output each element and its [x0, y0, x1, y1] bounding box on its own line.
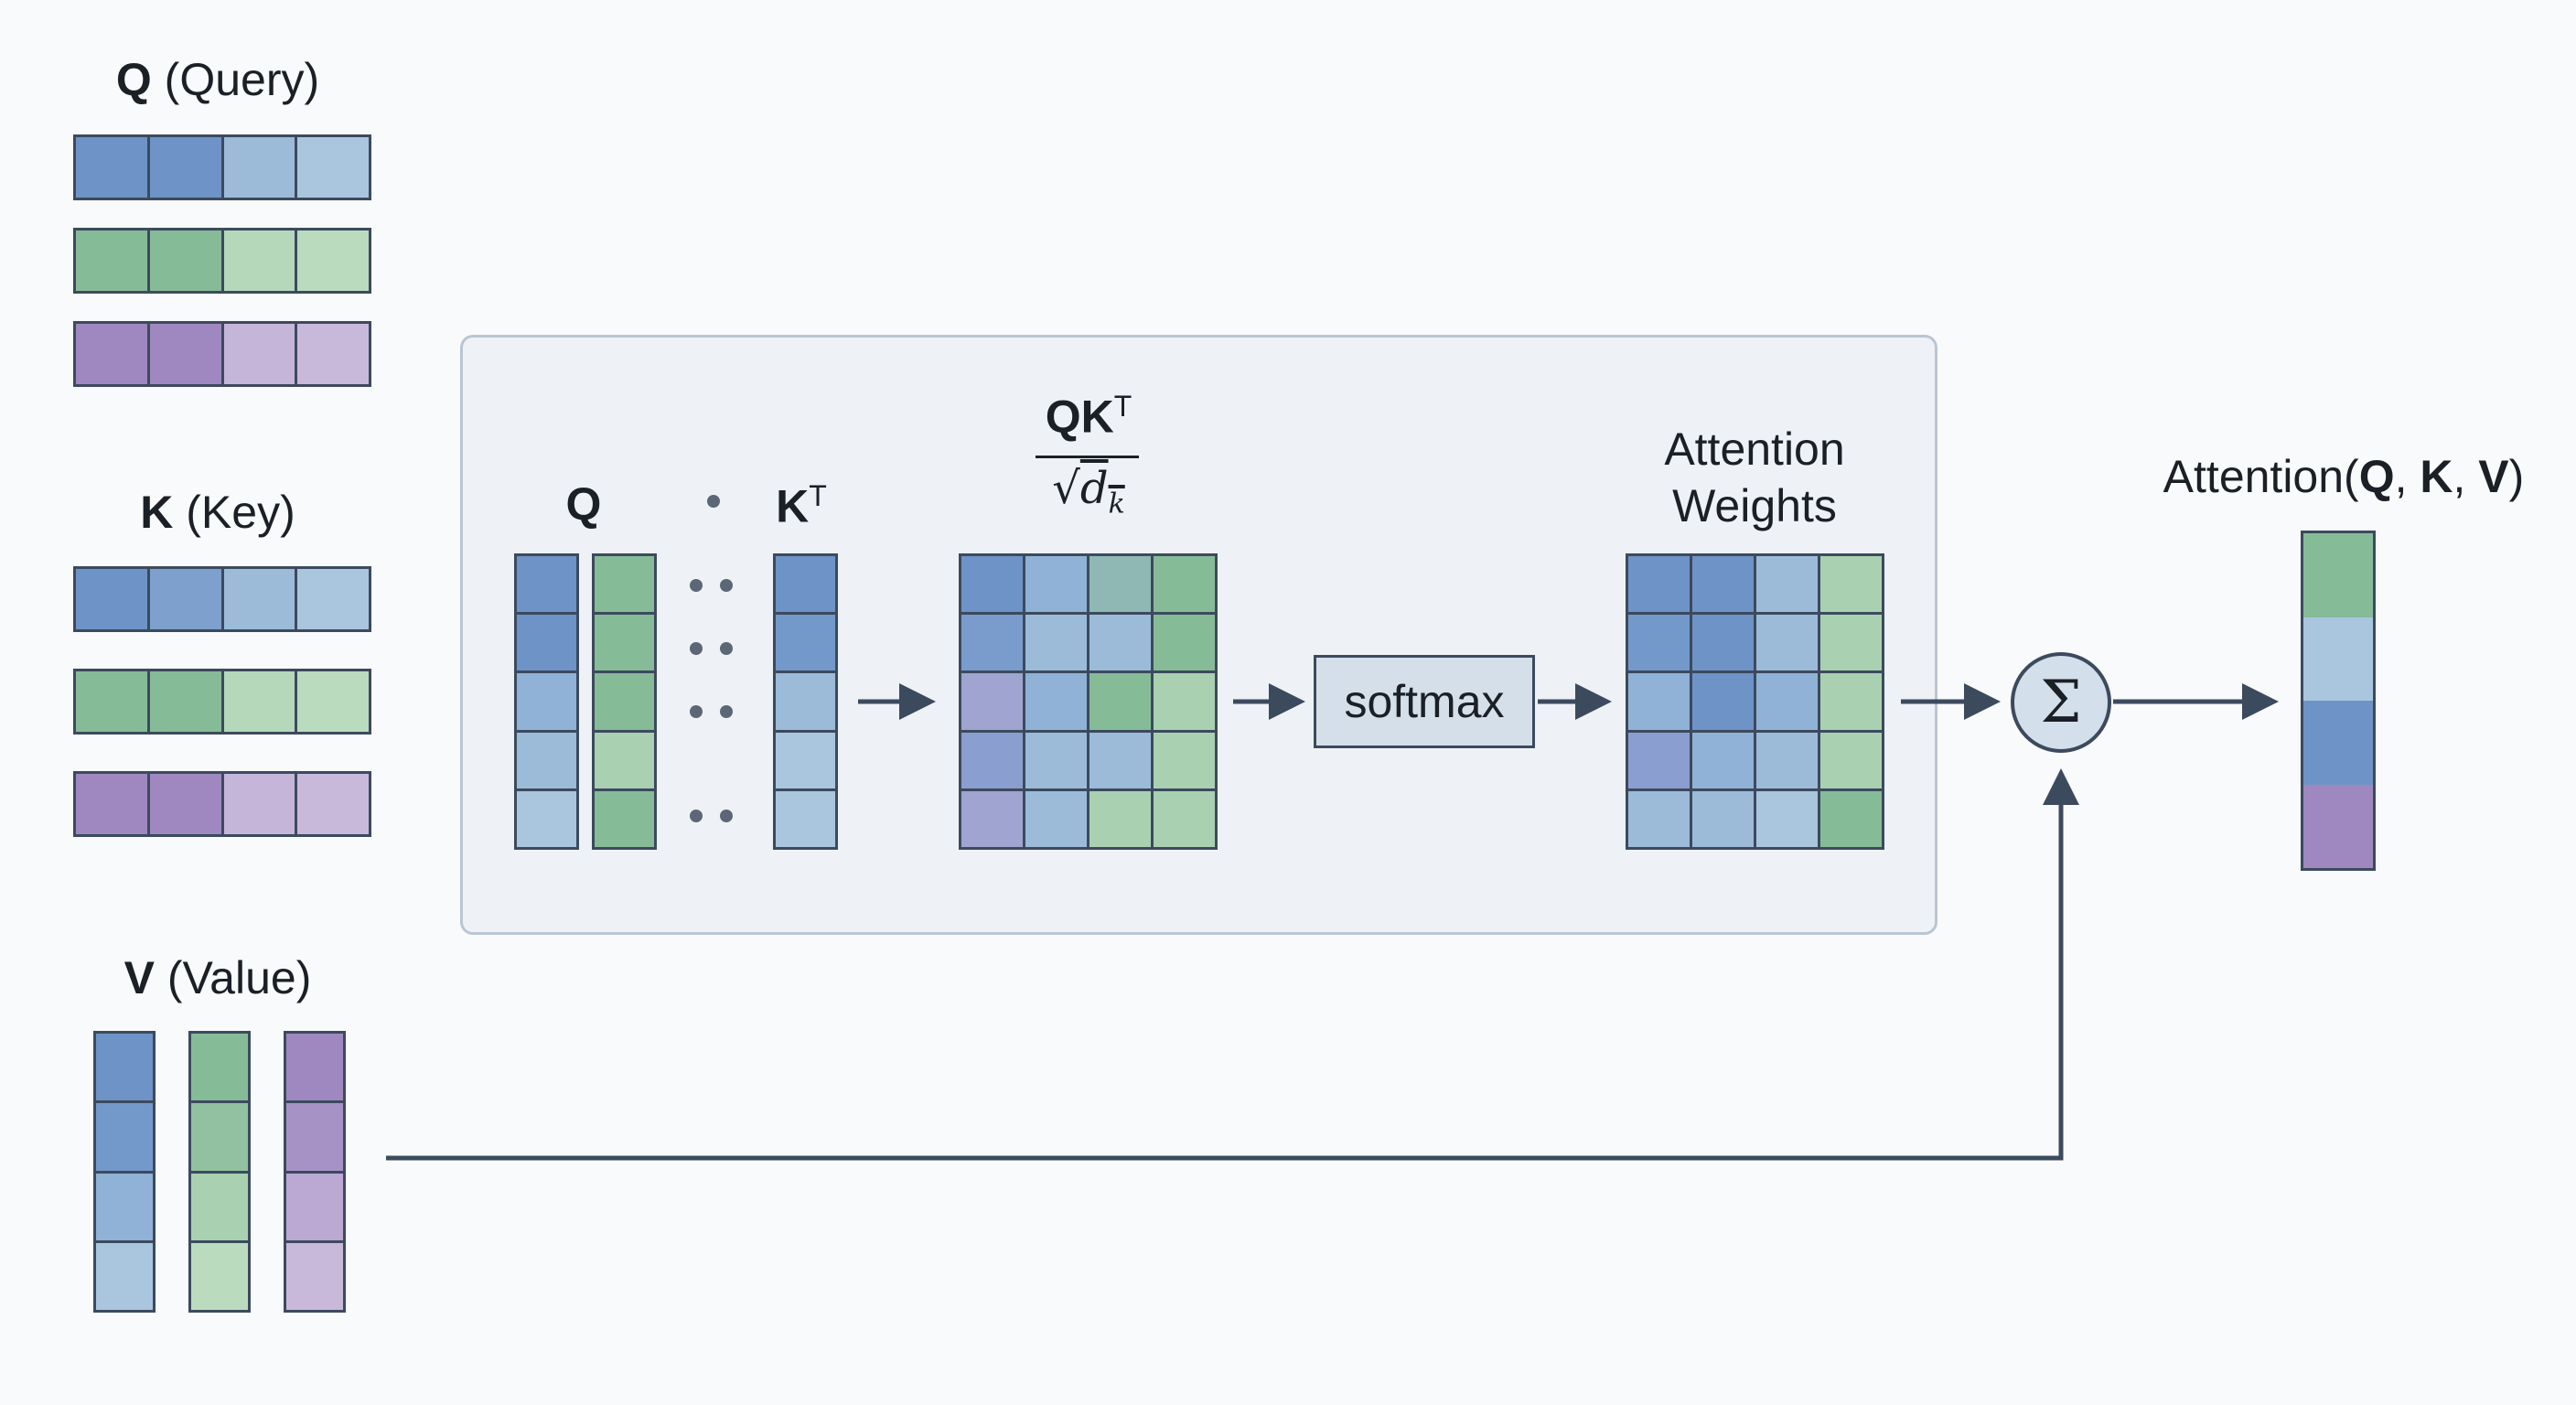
value-label: V (Value): [123, 952, 312, 1003]
panel-q-col-green: [592, 553, 657, 850]
panel-kt-col: [773, 553, 838, 850]
ellipsis-dot: [720, 810, 733, 822]
key-row-green: [73, 669, 371, 735]
softmax-box: softmax: [1314, 655, 1535, 748]
ellipsis-dot: [690, 705, 703, 718]
query-row-blue: [73, 134, 371, 200]
scaled-scores-denominator: √dk: [1052, 463, 1125, 520]
panel-kt-label: KT: [776, 479, 827, 532]
value-col-purple: [284, 1031, 346, 1313]
attention-weights-label: Attention Weights: [1664, 424, 1845, 531]
key-row-purple: [73, 771, 371, 837]
ellipsis-dot: [690, 810, 703, 822]
key-row-blue: [73, 566, 371, 632]
value-col-blue: [93, 1031, 156, 1313]
ellipsis-dot: [720, 705, 733, 718]
ellipsis-dot: [720, 579, 733, 592]
ellipsis-dot: [690, 642, 703, 655]
fraction-bar: [1036, 456, 1139, 458]
ellipsis-dot: [720, 642, 733, 655]
attention-weights-matrix: [1626, 553, 1884, 850]
value-col-green: [188, 1031, 251, 1313]
sum-symbol: Σ: [2011, 652, 2111, 753]
dot-product-symbol: [707, 495, 720, 508]
panel-q-col-blue: [514, 553, 579, 850]
scores-matrix: [959, 553, 1218, 850]
key-label: K (Key): [140, 487, 295, 538]
panel-q-label: Q: [565, 478, 602, 530]
query-row-purple: [73, 321, 371, 387]
output-label: Attention(Q, K, V): [2163, 451, 2525, 502]
scaled-scores-numerator: QKT: [1045, 390, 1132, 443]
query-row-green: [73, 228, 371, 294]
arrow-value-to-sum: [386, 768, 2079, 1161]
ellipsis-dot: [690, 579, 703, 592]
query-label: Q (Query): [115, 54, 320, 105]
output-vector: [2301, 531, 2376, 871]
